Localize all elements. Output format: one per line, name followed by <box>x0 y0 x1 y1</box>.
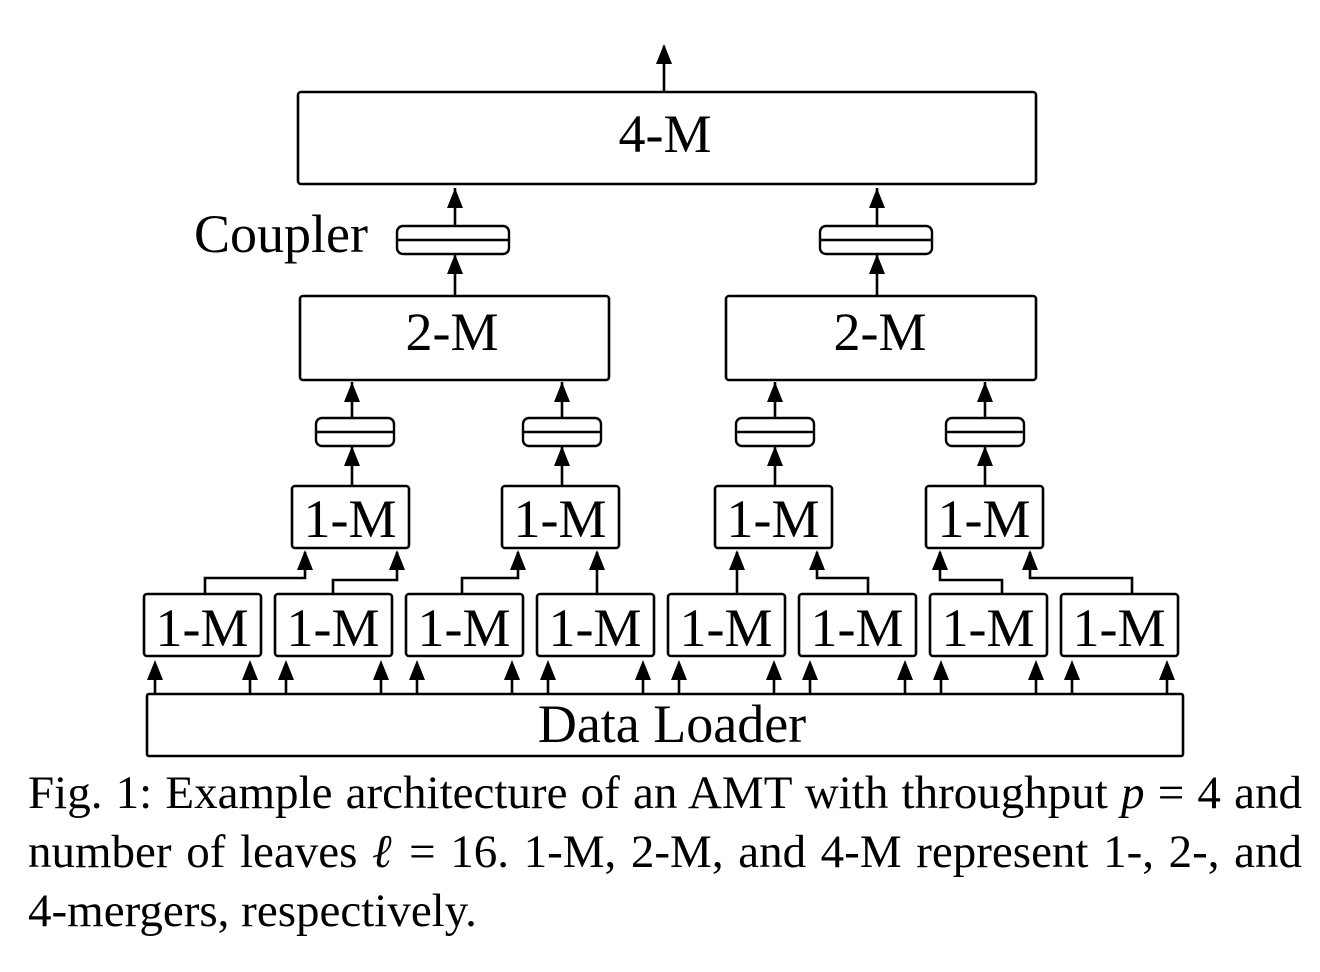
leaf-1m-box <box>273 592 394 658</box>
leaf-1m-label: 1-M <box>156 598 249 658</box>
leaf-1m-label: 1-M <box>811 598 904 658</box>
caption-prefix: Fig. 1: Example architecture of an AMT w… <box>28 767 1122 819</box>
upper-1m-label: 1-M <box>514 489 607 549</box>
loader-input-arrowhead <box>766 660 782 680</box>
merger-2m-left: 2-M <box>298 294 611 382</box>
amt-architecture-diagram: 4-M Coupler 2-M 2-M <box>142 44 1185 758</box>
data-loader-arrows <box>147 660 1175 694</box>
upper-1m-box <box>290 484 411 550</box>
coupler-label: Coupler <box>194 204 368 264</box>
loader-input-arrowhead <box>409 660 425 680</box>
leaf-1m-box <box>535 592 656 658</box>
leaf-1m-box <box>404 592 525 658</box>
leaf-1m-label: 1-M <box>1073 598 1166 658</box>
loader-input-arrowhead <box>671 660 687 680</box>
caption-p-eq: = 4 and number of leaves <box>28 767 1302 878</box>
upper-1m-label: 1-M <box>938 489 1031 549</box>
mid-level-links <box>314 382 1026 486</box>
loader-input-arrowhead <box>1064 660 1080 680</box>
leaf-1m-label: 1-M <box>942 598 1035 658</box>
upper-1m-box <box>500 484 621 550</box>
loader-input-arrowhead <box>1159 660 1175 680</box>
merger-2m-right: 2-M <box>724 294 1038 382</box>
loader-input-arrowhead <box>635 660 651 680</box>
leaf-1m-label: 1-M <box>549 598 642 658</box>
output-arrowhead <box>656 44 672 64</box>
loader-input-arrowhead <box>897 660 913 680</box>
upper-1m-box <box>713 484 834 550</box>
leaf-1m-label: 1-M <box>418 598 511 658</box>
upper-1m-label: 1-M <box>727 489 820 549</box>
merger-2m-left-label: 2-M <box>406 302 499 362</box>
data-loader-label: Data Loader <box>538 694 806 754</box>
leaf-1m-box <box>142 592 263 658</box>
coupler-right-top <box>818 224 934 256</box>
loader-input-arrowhead <box>1028 660 1044 680</box>
caption-l-symbol: ℓ <box>372 826 395 878</box>
loader-input-arrowhead <box>242 660 258 680</box>
loader-input-arrowhead <box>933 660 949 680</box>
leaf-1m-box <box>666 592 787 658</box>
upper-leaf-mergers: 1-M 1-M 1-M 1-M <box>290 484 1045 550</box>
data-loader: Data Loader <box>145 692 1185 758</box>
upper-1m-label: 1-M <box>304 489 397 549</box>
leaf-mergers: 1-M 1-M 1-M 1-M 1-M 1-M 1-M 1-M <box>142 592 1180 658</box>
upper-1m-box <box>924 484 1045 550</box>
leaf-1m-box <box>1059 592 1180 658</box>
leaf-1m-box <box>928 592 1049 658</box>
merger-2m-right-label: 2-M <box>834 302 927 362</box>
figure-caption: Fig. 1: Example architecture of an AMT w… <box>28 764 1302 941</box>
leaf-1m-label: 1-M <box>287 598 380 658</box>
merger-4m-label: 4-M <box>619 104 712 164</box>
caption-l-eq: = 16. 1-M, 2-M, and 4-M represent 1-, 2-… <box>28 826 1303 937</box>
leaf-1m-label: 1-M <box>680 598 773 658</box>
loader-input-arrowhead <box>504 660 520 680</box>
loader-input-arrowhead <box>373 660 389 680</box>
top-level-links <box>395 188 934 296</box>
loader-input-arrowhead <box>147 660 163 680</box>
merger-4m: 4-M <box>296 90 1038 186</box>
leaf-1m-box <box>797 592 918 658</box>
loader-input-arrowhead <box>802 660 818 680</box>
loader-input-arrowhead <box>278 660 294 680</box>
caption-p-symbol: p <box>1121 767 1145 819</box>
loader-input-arrowhead <box>540 660 556 680</box>
leaf-routing-wires <box>203 550 1134 594</box>
coupler-left-top <box>395 224 511 256</box>
